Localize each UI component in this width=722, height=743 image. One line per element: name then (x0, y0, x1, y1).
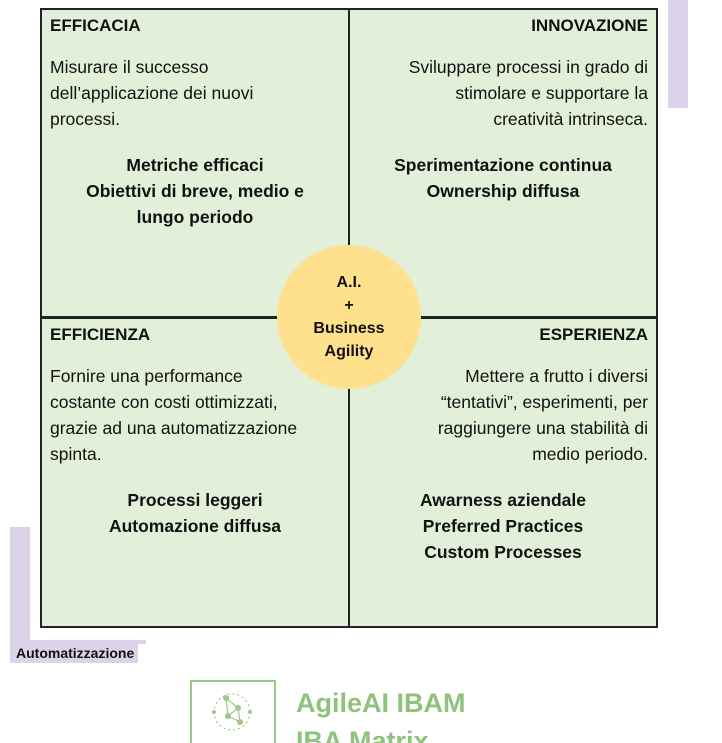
quadrant-key-points: Processi leggeri Automazione diffusa (50, 487, 340, 539)
network-node-icon (212, 693, 252, 731)
quadrant-efficacia: EFFICACIA Misurare il successo dell’appl… (42, 10, 348, 316)
axis-label-automatizzazione: Automatizzazione (10, 643, 139, 663)
description-line: costante con costi ottimizzati, (50, 392, 278, 412)
center-line: Business (313, 320, 385, 337)
quadrant-key-points: Sperimentazione continua Ownership diffu… (358, 152, 648, 204)
key-point: Sperimentazione continua (394, 155, 612, 175)
brand-title: AgileAI IBAM (296, 688, 466, 718)
horizontal-axis-accent-vertical (10, 527, 30, 643)
description-line: raggiungere una stabilità di (437, 418, 648, 438)
quadrant-description: Sviluppare processi in grado di stimolar… (358, 54, 648, 132)
key-point: Metriche efficaci (126, 155, 264, 175)
quadrant-esperienza: ESPERIENZA Mettere a frutto i diversi “t… (350, 319, 656, 626)
key-point: Awarness aziendale (419, 490, 586, 510)
quadrant-title: EFFICACIA (50, 16, 141, 35)
quadrant-innovazione: INNOVAZIONE Sviluppare processi in grado… (350, 10, 656, 316)
quadrant-key-points: Metriche efficaci Obiettivi di breve, me… (50, 152, 340, 230)
description-line: Sviluppare processi in grado di (408, 57, 648, 77)
quadrant-key-points: Awarness aziendale Preferred Practices C… (358, 487, 648, 565)
center-line: + (344, 297, 354, 314)
brand-subtitle: IBA Matrix (296, 726, 429, 743)
quadrant-description: Fornire una performance costante con cos… (50, 363, 340, 467)
description-line: medio periodo. (532, 444, 648, 464)
description-line: dell’applicazione dei nuovi (50, 83, 254, 103)
quadrant-description: Misurare il successo dell’applicazione d… (50, 54, 340, 132)
center-line: Agility (324, 343, 374, 360)
quadrant-title: ESPERIENZA (539, 325, 648, 344)
description-line: creatività intrinseca. (493, 109, 648, 129)
description-line: processi. (50, 109, 121, 129)
description-line: spinta. (50, 444, 102, 464)
key-point: lungo periodo (136, 207, 254, 227)
quadrant-description: Mettere a frutto i diversi “tentativi”, … (358, 363, 648, 467)
brand-logo (190, 680, 276, 743)
quadrant-title: INNOVAZIONE (531, 16, 648, 35)
key-point: Ownership diffusa (426, 181, 580, 201)
quadrant-title: EFFICIENZA (50, 325, 151, 344)
horizontal-axis-accent-horizontal (10, 640, 146, 644)
key-point: Automazione diffusa (108, 516, 282, 536)
description-line: Misurare il successo (50, 57, 209, 77)
description-line: Mettere a frutto i diversi (465, 366, 648, 386)
vertical-axis-accent (668, 0, 688, 108)
key-point: Preferred Practices (422, 516, 584, 536)
description-line: grazie ad una automatizzazione (50, 418, 298, 438)
center-line: A.I. (336, 274, 362, 291)
key-point: Obiettivi di breve, medio e (86, 181, 304, 201)
key-point: Processi leggeri (127, 490, 263, 510)
description-line: Fornire una performance (50, 366, 243, 386)
description-line: stimolare e supportare la (455, 83, 648, 103)
quadrant-efficienza: EFFICIENZA Fornire una performance costa… (42, 319, 348, 626)
key-point: Custom Processes (424, 542, 582, 562)
description-line: “tentativi”, esperimenti, per (440, 392, 648, 412)
center-circle: A.I. + Business Agility (277, 245, 421, 389)
